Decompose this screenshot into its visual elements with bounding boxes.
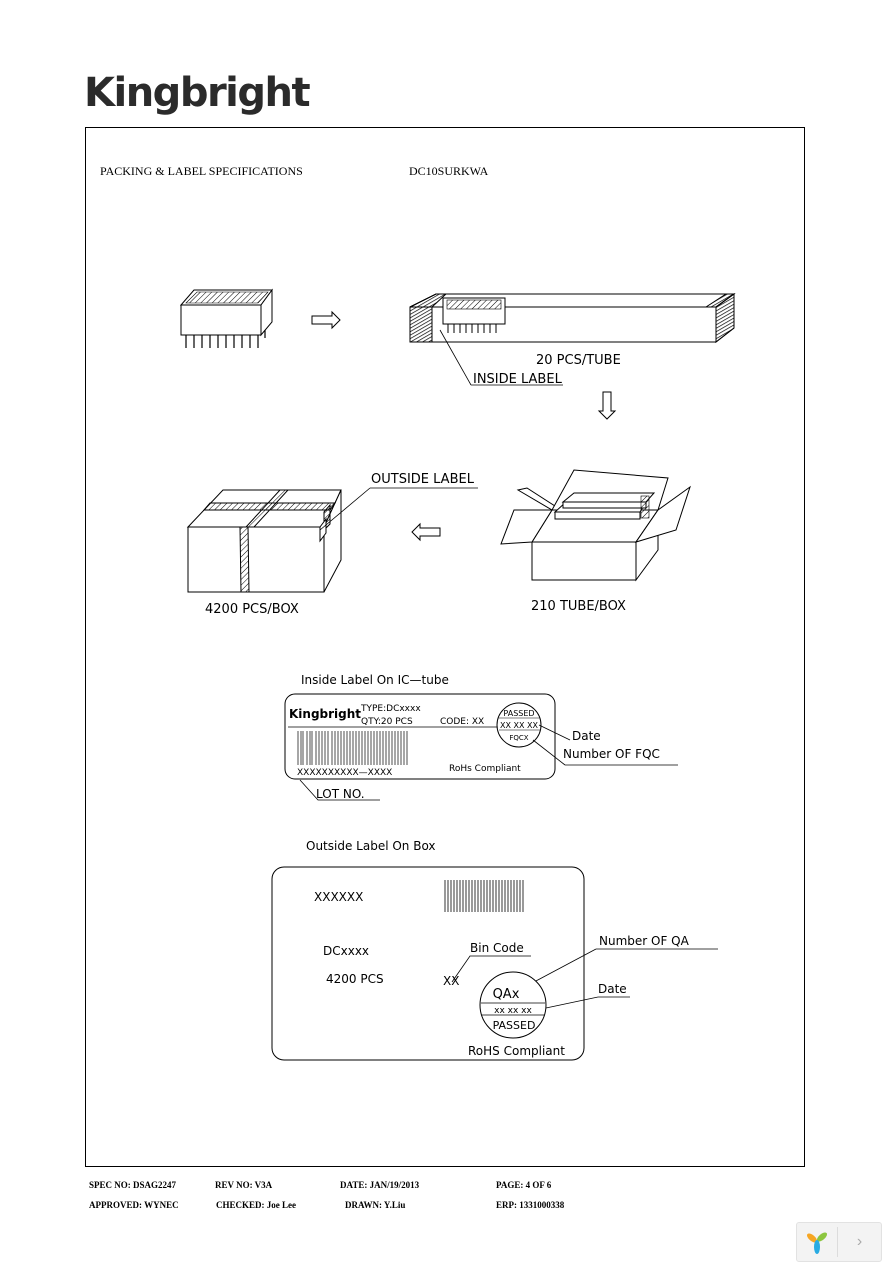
- inside-label-callout-lines: [299, 724, 678, 801]
- outside-label-qty: 4200 PCS: [326, 972, 384, 986]
- inside-label-passed-stamp: PASSED XX XX XX FQCX: [496, 702, 542, 748]
- inside-label-rohs: RoHs Compliant: [449, 764, 521, 774]
- footer-erp: ERP: 1331000338: [496, 1200, 565, 1210]
- inside-label-lot-value: XXXXXXXXXX—XXXX: [297, 768, 392, 778]
- inside-label-brand: Kingbright: [289, 707, 361, 721]
- outside-label-type: DCxxxx: [323, 944, 369, 958]
- inside-label-qty: QTY:20 PCS: [361, 717, 413, 727]
- outside-stamp-passed: PASSED: [493, 1019, 536, 1032]
- inside-label-code: CODE: XX: [440, 717, 484, 727]
- inside-fqc-callout: Number OF FQC: [563, 747, 660, 761]
- inside-stamp-date: XX XX XX: [500, 721, 538, 730]
- outside-label-heading: Outside Label On Box: [306, 839, 436, 853]
- outside-label-code: XXXXXX: [314, 890, 363, 904]
- inside-lot-callout: LOT NO.: [316, 787, 365, 801]
- outside-label-passed-stamp: QAx xx xx xx PASSED: [479, 971, 547, 1039]
- inside-label-callout: INSIDE LABEL: [473, 372, 563, 387]
- outside-label-bin-value: XX: [443, 974, 459, 988]
- outside-qa-callout: Number OF QA: [599, 934, 690, 948]
- brand-logo: Kingbright: [84, 70, 311, 116]
- viewer-logo-icon: [797, 1223, 837, 1261]
- part-number: DC10SURKWA: [409, 164, 489, 178]
- inside-date-callout: Date: [572, 729, 601, 743]
- outside-label-barcode: [444, 880, 524, 912]
- outside-stamp-date: xx xx xx: [494, 1006, 532, 1016]
- inside-label-heading: Inside Label On IC—tube: [301, 673, 449, 687]
- outside-bin-callout: Bin Code: [470, 941, 524, 955]
- outside-label-rohs: RoHS Compliant: [468, 1044, 565, 1058]
- arrow-right-icon: [311, 310, 341, 330]
- arrow-down-icon: [597, 391, 617, 420]
- next-page-button[interactable]: ›: [856, 1233, 863, 1250]
- inside-stamp-fqc: FQCX: [509, 734, 528, 742]
- box-caption: 4200 PCS/BOX: [205, 602, 299, 617]
- footer-drawn: DRAWN: Y.Liu: [345, 1200, 406, 1210]
- footer-date: DATE: JAN/19/2013: [340, 1180, 420, 1190]
- outside-label-callout: OUTSIDE LABEL: [371, 472, 475, 487]
- outside-date-callout: Date: [598, 982, 627, 996]
- footer-rev-no: REV NO: V3A: [215, 1180, 273, 1190]
- closed-box-drawing: [186, 487, 478, 593]
- tube-box-caption: 210 TUBE/BOX: [531, 599, 626, 614]
- open-box-drawing: [500, 469, 691, 582]
- led-display-drawing: [179, 288, 273, 348]
- ic-tube-drawing: [409, 293, 736, 386]
- page-frame: [85, 127, 805, 1167]
- arrow-left-icon: [411, 522, 441, 542]
- tube-caption: 20 PCS/TUBE: [536, 353, 621, 368]
- inside-label-barcode: [297, 731, 408, 765]
- inside-label-card: [284, 693, 556, 780]
- footer-checked: CHECKED: Joe Lee: [216, 1200, 296, 1210]
- footer-approved: APPROVED: WYNEC: [89, 1200, 179, 1210]
- viewer-nav-widget: ›: [796, 1222, 882, 1262]
- viewer-divider: [837, 1227, 838, 1257]
- inside-stamp-passed: PASSED: [503, 709, 534, 718]
- footer-spec-no: SPEC NO: DSAG2247: [89, 1180, 177, 1190]
- outside-stamp-qa: QAx: [493, 987, 520, 1002]
- inside-label-type: TYPE:DCxxxx: [360, 704, 421, 714]
- footer-page: PAGE: 4 OF 6: [496, 1180, 552, 1190]
- document-title: PACKING & LABEL SPECIFICATIONS: [100, 164, 303, 178]
